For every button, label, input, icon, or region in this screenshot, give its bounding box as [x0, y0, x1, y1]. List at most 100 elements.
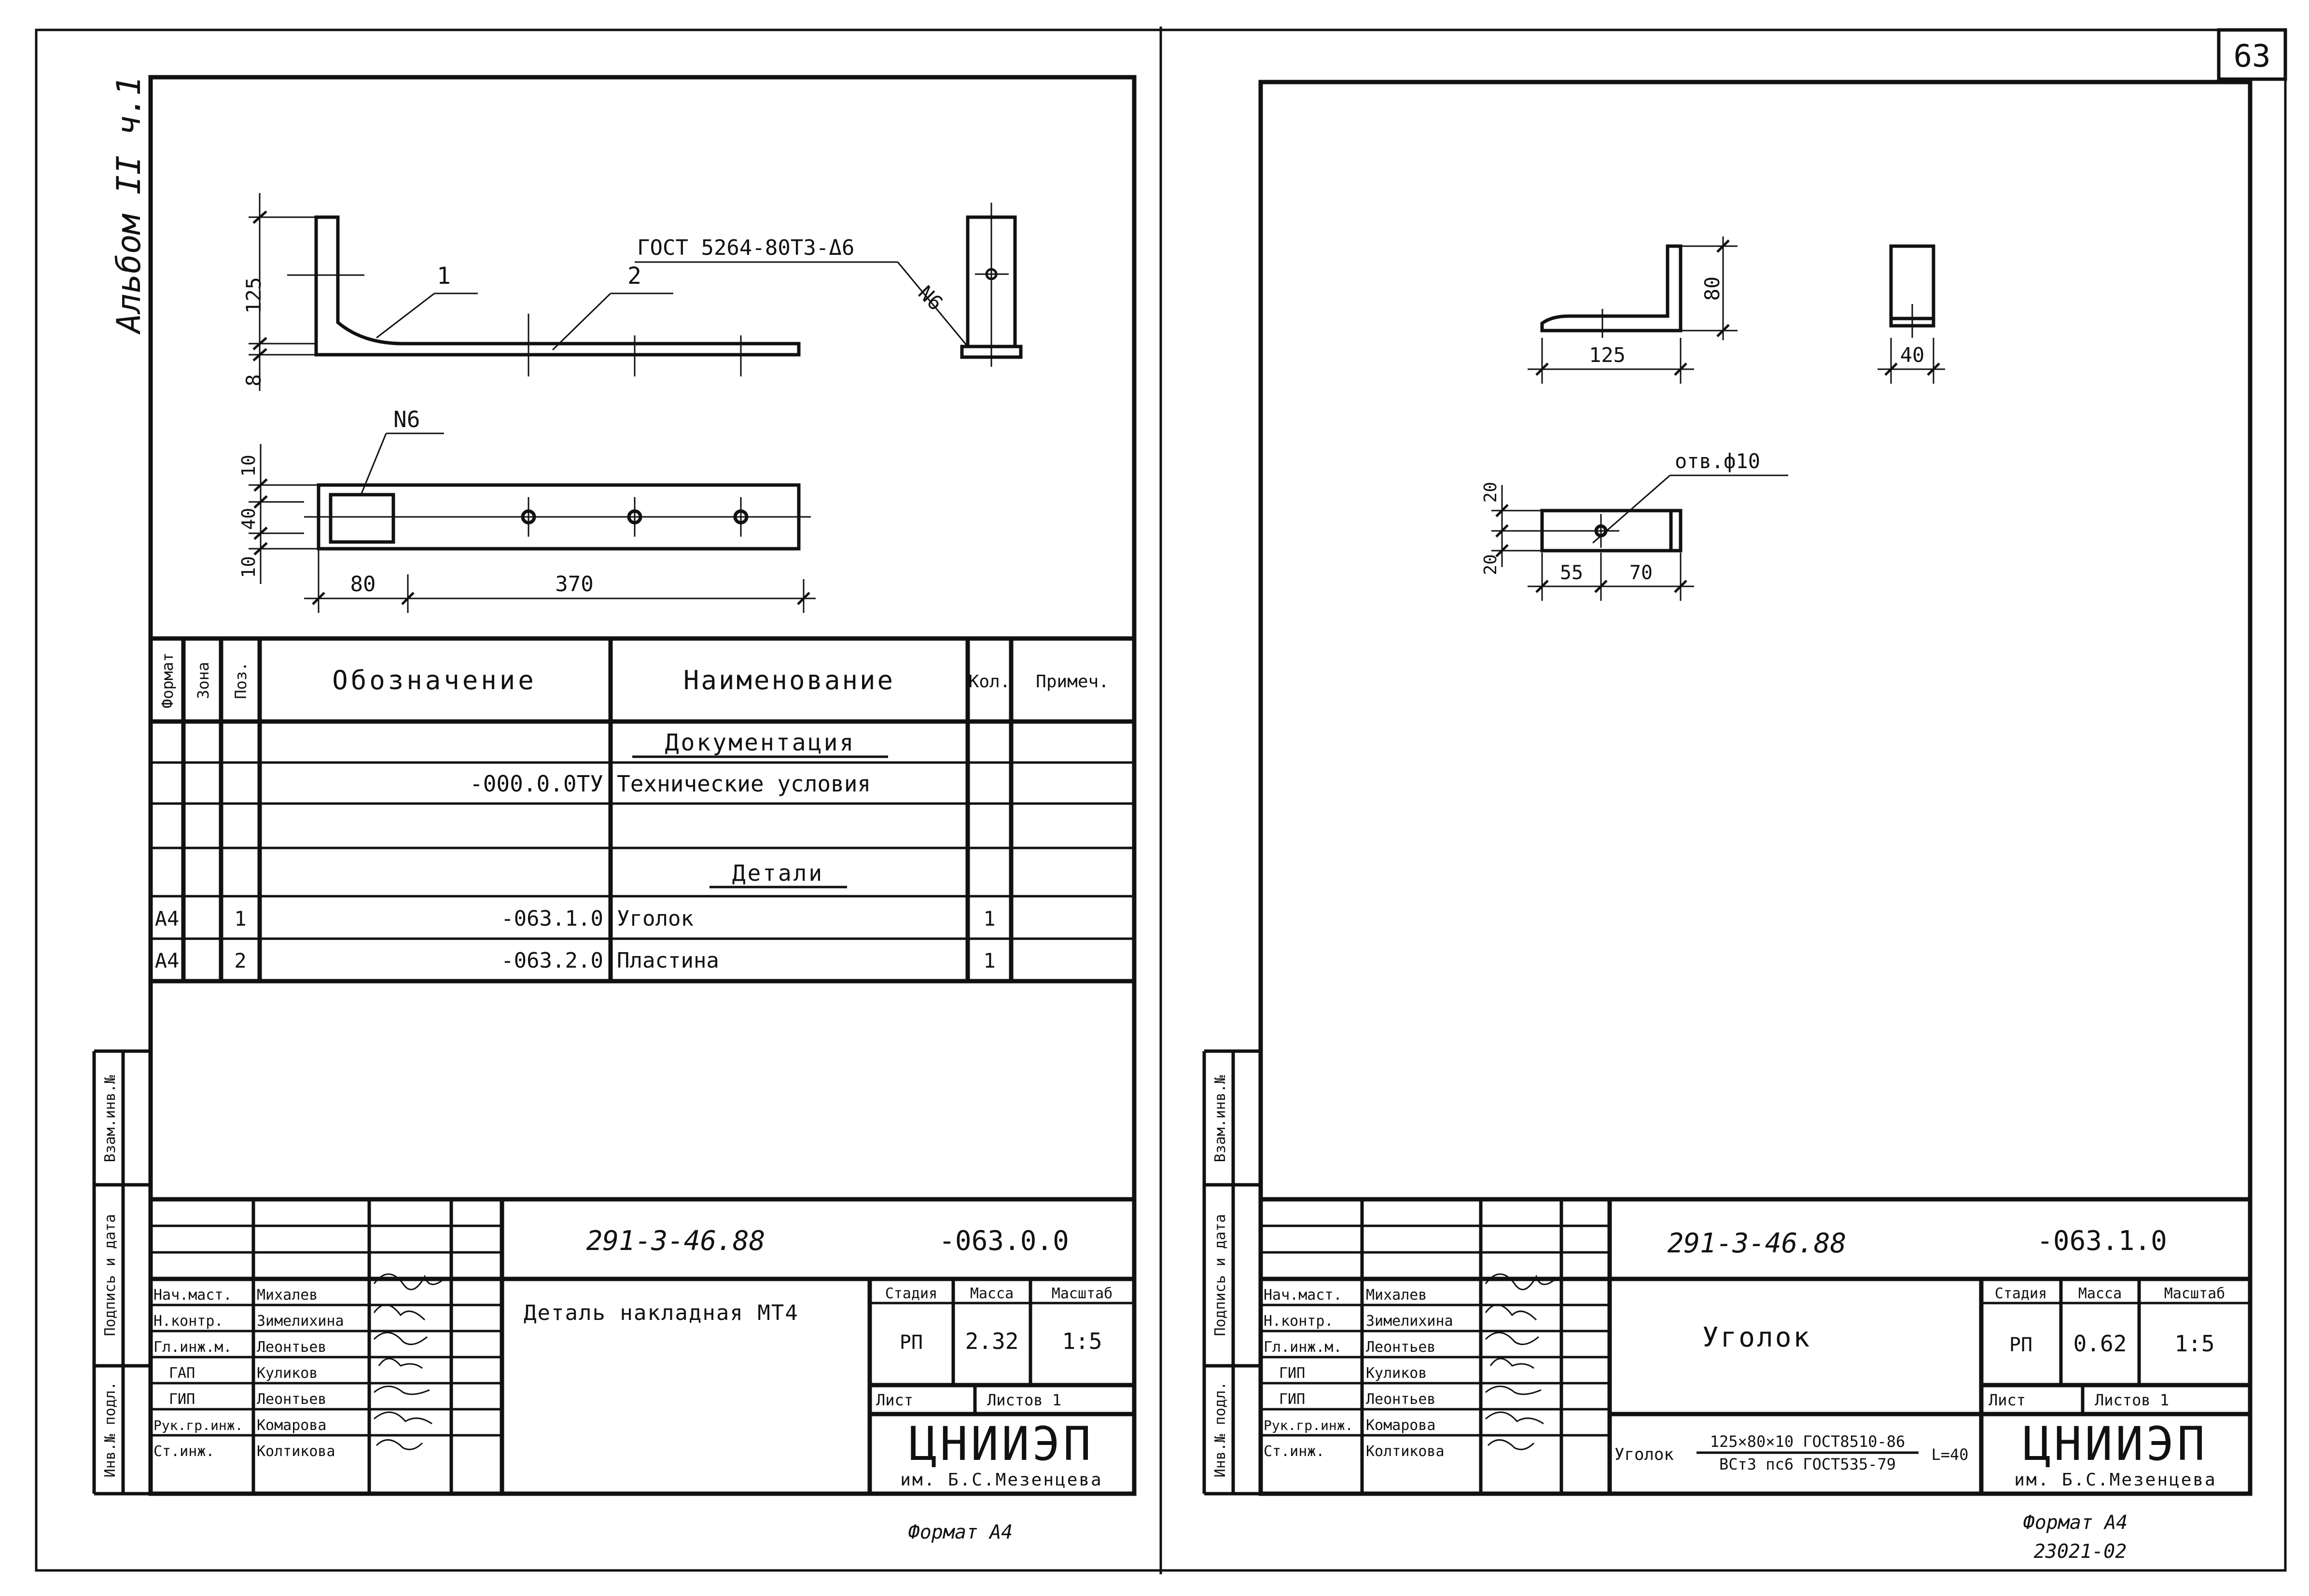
right-mass: 0.62 — [2073, 1331, 2127, 1357]
right-inner-frame — [1258, 80, 2253, 1496]
right-margin-strip — [1202, 1049, 1261, 1496]
spec-row-name: Технические условия — [617, 771, 871, 797]
left-role: ГАП — [169, 1365, 195, 1382]
spec-row-name: Пластина — [617, 948, 719, 973]
right-doc-title: Уголок — [1702, 1322, 1811, 1353]
page-number: 63 — [2233, 39, 2270, 74]
left-scale: 1:5 — [1062, 1328, 1102, 1354]
dim-20-bottom-right: 20 — [1481, 554, 1501, 575]
left-sheet-label: Лист — [876, 1391, 913, 1409]
left-stage-label: Стадия — [885, 1285, 937, 1302]
left-role: Н.контр. — [153, 1313, 223, 1330]
left-org-subtitle: им. Б.С.Мезенцева — [900, 1470, 1102, 1490]
left-doc-title: Деталь накладная МТ4 — [524, 1301, 799, 1325]
album-label: Альбом II ч.1 — [110, 76, 148, 335]
right-sheet-label: Лист — [1989, 1391, 2026, 1409]
left-person: Леонтьев — [257, 1391, 327, 1408]
right-format-label: Формат А4 — [2023, 1512, 2128, 1534]
right-role: Гл.инж.м. — [1264, 1339, 1342, 1356]
right-mass-label: Масса — [2078, 1285, 2122, 1302]
right-plan-view — [1491, 474, 1788, 601]
right-material-profile: 125×80×10 ГОСТ8510-86 — [1710, 1432, 1906, 1451]
weld-gost-note: ГОСТ 5264-80Т3-Δ6 — [637, 236, 854, 260]
left-person: Михалев — [257, 1287, 318, 1304]
left-person: Куликов — [257, 1365, 318, 1382]
hole-note: отв.ф10 — [1675, 449, 1760, 473]
left-person: Комарова — [257, 1417, 327, 1434]
spec-row-qty: 1 — [983, 907, 995, 930]
spec-row-name: Документация — [665, 729, 856, 756]
margin-label-signature: Подпись и дата — [1212, 1214, 1229, 1336]
spec-row-format: А4 — [155, 949, 180, 972]
right-role: Ст.инж. — [1264, 1443, 1324, 1460]
spec-header-note: Примеч. — [1036, 672, 1109, 692]
right-side-view — [1528, 236, 1738, 384]
spec-header-zone: Зона — [194, 662, 212, 699]
right-title-block — [1261, 1197, 2250, 1494]
right-person: Куликов — [1366, 1365, 1427, 1382]
margin-label-inventory: Инв.№ подл. — [1212, 1382, 1229, 1478]
archive-number: 23021-02 — [2034, 1540, 2127, 1563]
position-2-label: 2 — [627, 263, 641, 290]
left-plan-view — [249, 432, 816, 613]
left-sheets-label: Листов 1 — [987, 1391, 1061, 1409]
dim-10-bottom-left: 10 — [238, 556, 259, 578]
spec-row-name: Детали — [732, 860, 824, 886]
spec-header-designation: Обозначение — [332, 665, 537, 695]
spec-header-name: Наименование — [683, 665, 895, 695]
position-1-label: 1 — [437, 263, 451, 290]
right-person: Зимелихина — [1366, 1313, 1453, 1330]
spec-row-designation: -063.1.0 — [501, 906, 603, 931]
dim-20-top-right: 20 — [1481, 482, 1501, 502]
callout-n6-plan: N6 — [393, 406, 420, 432]
right-person: Колтикова — [1366, 1443, 1445, 1460]
dim-10-top-left: 10 — [238, 455, 259, 477]
left-doc-code: -063.0.0 — [939, 1225, 1069, 1257]
left-side-view — [249, 193, 969, 391]
spec-row-designation: -000.0.0ТУ — [470, 771, 603, 797]
spec-row-designation: -063.2.0 — [501, 948, 603, 973]
right-sheets-label: Листов 1 — [2095, 1391, 2169, 1409]
right-material-steel: ВСт3 пс6 ГОСТ535-79 — [1719, 1455, 1896, 1473]
margin-label-inventory: Инв.№ подл. — [102, 1382, 119, 1478]
callout-n6-side: N6 — [914, 281, 947, 315]
left-end-view — [960, 203, 1023, 367]
left-stage: РП — [900, 1332, 923, 1354]
right-stage-label: Стадия — [1995, 1285, 2047, 1302]
left-person: Леонтьев — [257, 1339, 327, 1356]
left-mass-label: Масса — [970, 1285, 1014, 1302]
left-format-label: Формат А4 — [908, 1521, 1013, 1543]
right-person: Комарова — [1366, 1417, 1436, 1434]
left-title-block — [151, 1197, 1134, 1494]
dim-8-left: 8 — [242, 374, 265, 386]
dim-70-right: 70 — [1629, 562, 1653, 584]
dim-80-right: 80 — [1700, 277, 1724, 301]
left-role: Ст.инж. — [153, 1443, 214, 1460]
left-org-name: ЦНИИЭП — [909, 1417, 1094, 1471]
right-role: Нач.маст. — [1264, 1287, 1342, 1304]
left-project-code: 291-3-46.88 — [586, 1225, 765, 1257]
spec-header-format: Формат — [158, 652, 177, 708]
left-role: Рук.гр.инж. — [153, 1417, 243, 1433]
left-mass: 2.32 — [965, 1328, 1019, 1354]
spec-row-name: Уголок — [617, 906, 694, 931]
left-scale-label: Масштаб — [1052, 1285, 1113, 1302]
dim-80-left: 80 — [350, 572, 376, 597]
right-doc-code: -063.1.0 — [2037, 1225, 2167, 1257]
right-org-name: ЦНИИЭП — [2023, 1417, 2208, 1471]
page-number-box — [2217, 28, 2287, 81]
dim-40-right: 40 — [1900, 343, 1925, 367]
left-role: ГИП — [169, 1391, 195, 1408]
left-role: Гл.инж.м. — [153, 1339, 232, 1356]
right-scale-label: Масштаб — [2164, 1285, 2225, 1302]
right-end-view — [1878, 244, 1945, 384]
right-person: Леонтьев — [1366, 1339, 1436, 1356]
left-margin-strip — [92, 1049, 151, 1496]
right-scale: 1:5 — [2174, 1331, 2214, 1357]
dim-370-left: 370 — [555, 572, 593, 597]
margin-label-signature: Подпись и дата — [102, 1214, 119, 1336]
spec-row-position: 1 — [234, 907, 246, 930]
dim-55-right: 55 — [1560, 562, 1583, 584]
left-spec-table — [151, 636, 1134, 984]
